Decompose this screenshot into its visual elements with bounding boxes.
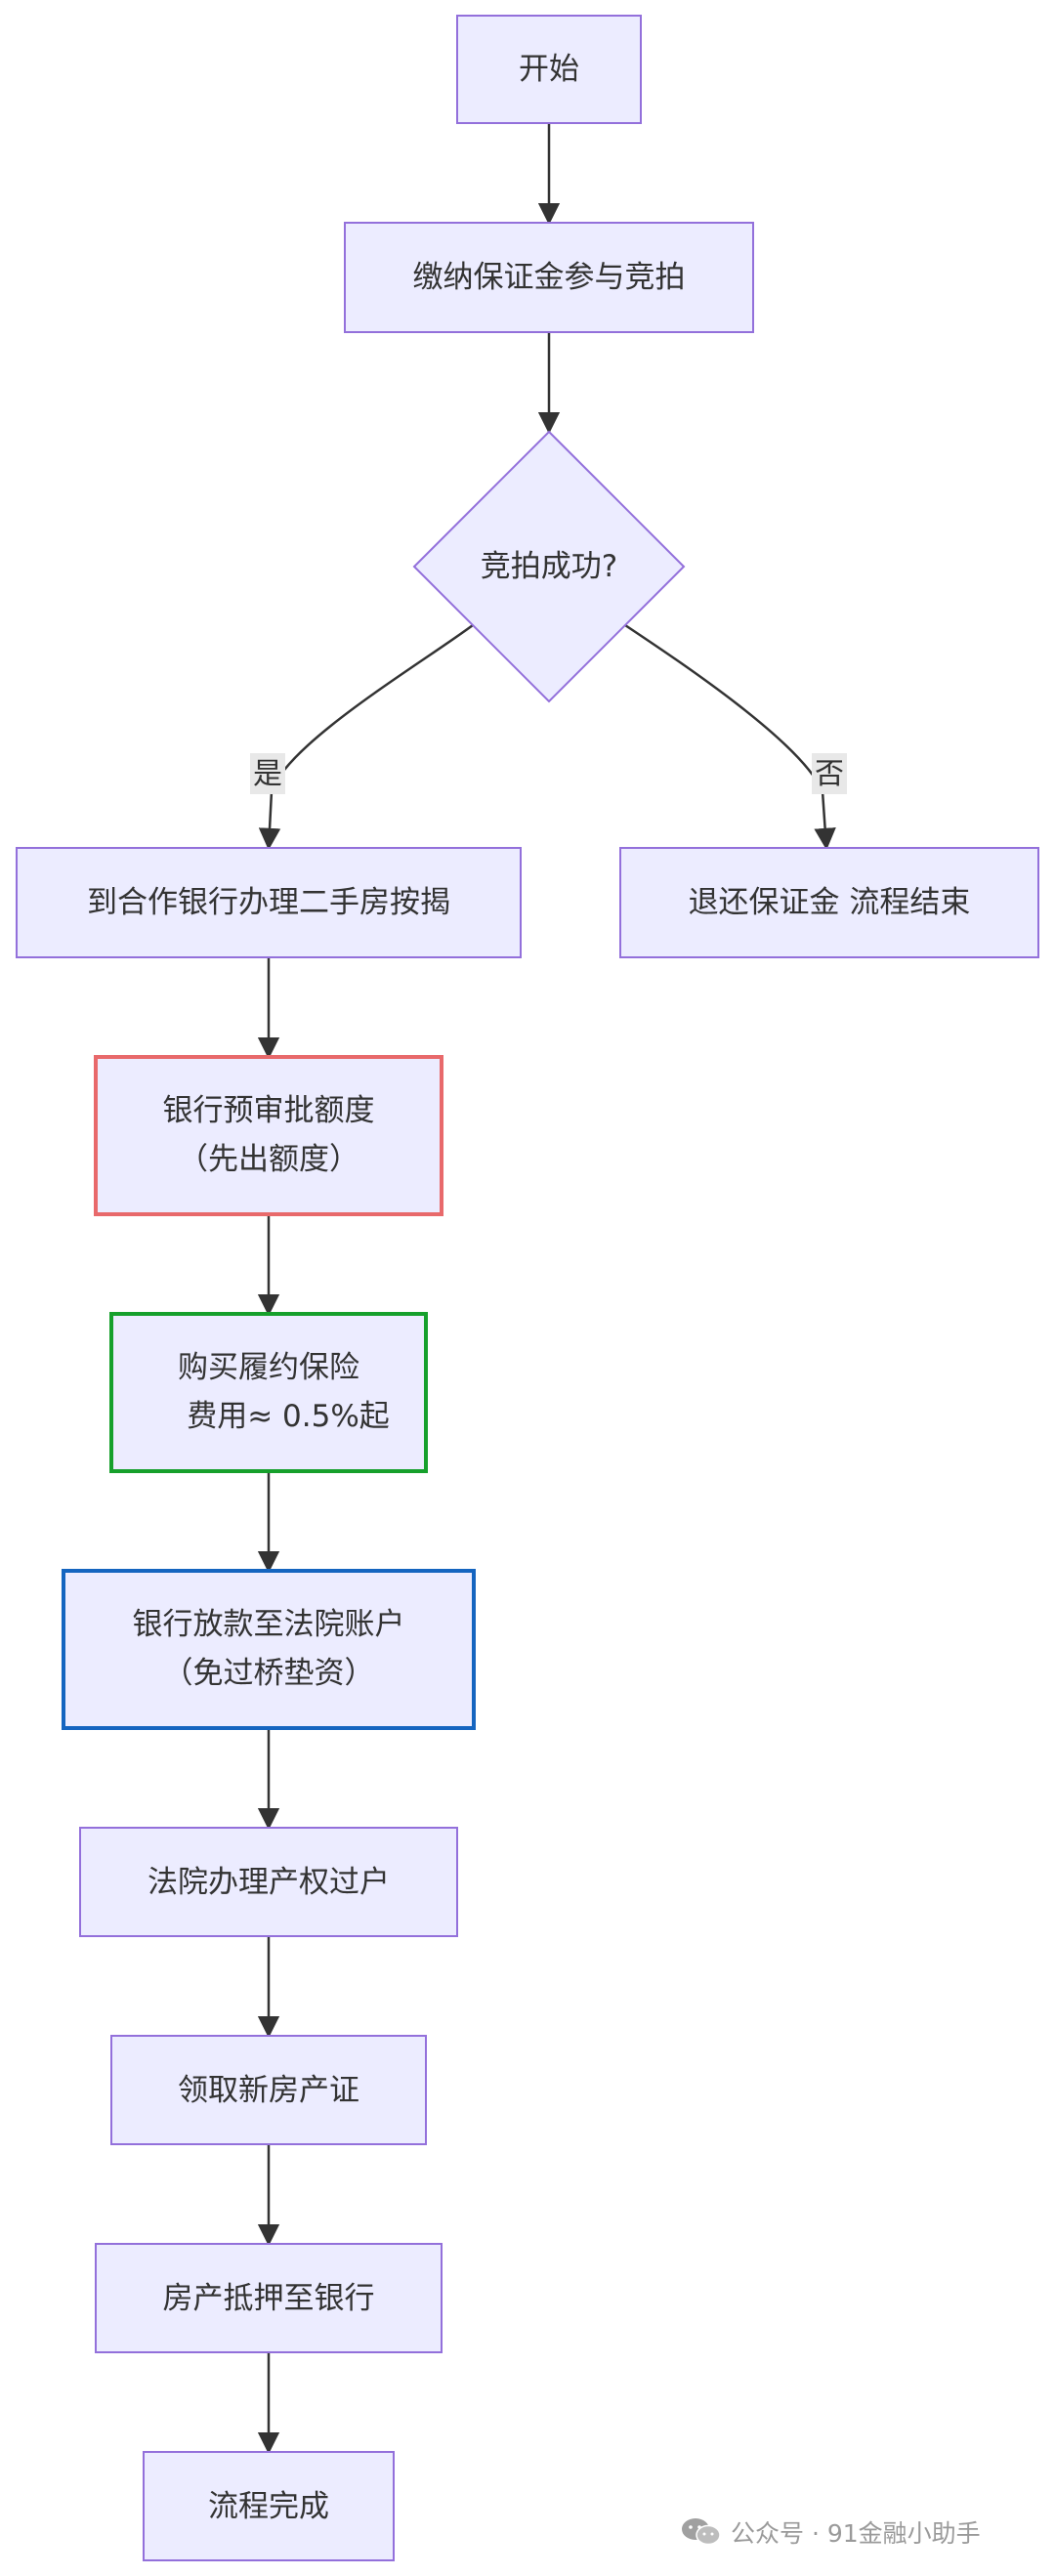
edge-label-yes-text: 是 (253, 757, 282, 791)
node-insurance-line2: 费用≈ 0.5%起 (187, 1399, 390, 1434)
node-preapproval-line2: （先出额度） (178, 1142, 359, 1177)
node-done-label: 流程完成 (208, 2489, 329, 2524)
node-loan-line1: 银行放款至法院账户 (133, 1607, 405, 1642)
node-refund: 退还保证金 流程结束 (619, 847, 1039, 958)
watermark-text: 公众号 · 91金融小助手 (731, 2519, 981, 2548)
node-deposit-label: 缴纳保证金参与竞拍 (413, 260, 686, 295)
node-deposit: 缴纳保证金参与竞拍 (344, 222, 754, 333)
node-mortgage-label: 到合作银行办理二手房按揭 (87, 885, 450, 920)
node-done: 流程完成 (143, 2451, 395, 2561)
node-insurance-line1: 购买履约保险 (178, 1350, 359, 1385)
node-certificate: 领取新房产证 (110, 2035, 427, 2145)
node-transfer-label: 法院办理产权过户 (148, 1865, 390, 1900)
node-preapproval: 银行预审批额度 （先出额度） (94, 1055, 443, 1216)
node-mortgage: 到合作银行办理二手房按揭 (16, 847, 522, 958)
node-certificate-label: 领取新房产证 (178, 2073, 359, 2108)
node-start: 开始 (456, 15, 642, 124)
edge-decision-to-mortgage (258, 623, 474, 851)
edge-decision-to-refund (624, 623, 836, 851)
node-decision-label: 竞拍成功? (481, 549, 617, 584)
edge-label-no-text: 否 (815, 757, 844, 791)
node-loan-line2: （免过桥垫资） (163, 1656, 375, 1691)
node-pledge: 房产抵押至银行 (95, 2243, 443, 2353)
wechat-icon (682, 2518, 721, 2546)
node-decision: 竞拍成功? (412, 430, 686, 703)
node-start-label: 开始 (519, 52, 579, 87)
node-refund-label: 退还保证金 流程结束 (689, 885, 971, 920)
node-preapproval-line1: 银行预审批额度 (163, 1093, 375, 1128)
node-pledge-label: 房产抵押至银行 (163, 2281, 375, 2316)
edge-label-no: 否 (812, 753, 847, 794)
node-loan: 银行放款至法院账户 （免过桥垫资） (62, 1569, 476, 1730)
watermark: 公众号 · 91金融小助手 (680, 2514, 981, 2550)
node-transfer: 法院办理产权过户 (79, 1827, 458, 1937)
edge-label-yes: 是 (250, 753, 285, 794)
node-insurance: 购买履约保险 费用≈ 0.5%起 (109, 1312, 428, 1473)
